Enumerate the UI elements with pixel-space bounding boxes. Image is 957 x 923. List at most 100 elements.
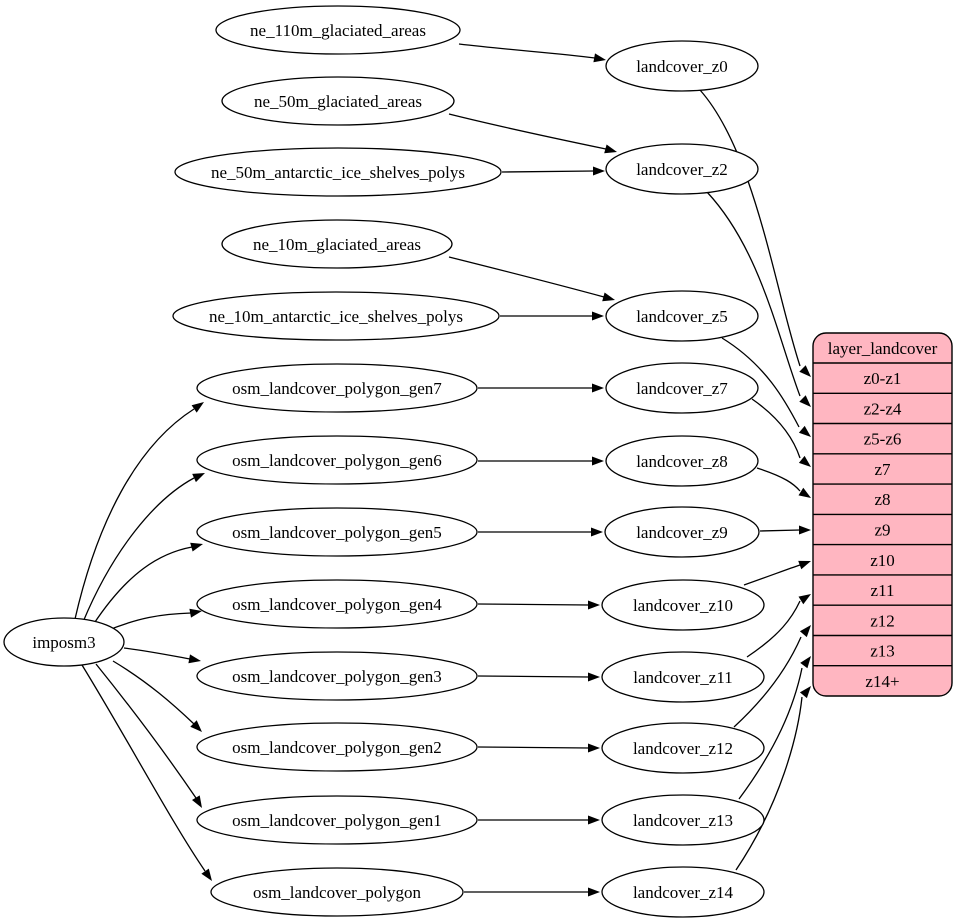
node-osm-landcover-polygon-gen3: osm_landcover_polygon_gen3 <box>196 651 478 701</box>
node-ellipse-shape <box>3 617 125 667</box>
node-ellipse-shape <box>196 795 478 845</box>
record-row-label-z8: z8 <box>874 490 890 509</box>
node-label-osm-landcover-polygon: osm_landcover_polygon <box>253 883 422 902</box>
edge-line <box>746 600 801 658</box>
node-label-ne-10m-antarctic-ice-shelves-polys: ne_10m_antarctic_ice_shelves_polys <box>209 307 463 326</box>
arrowhead-icon <box>189 608 202 618</box>
node-label-landcover-z12: landcover_z12 <box>633 739 733 758</box>
node-landcover-z2: landcover_z2 <box>605 143 759 195</box>
node-ellipse-shape <box>605 362 759 414</box>
edge-layer <box>74 43 811 897</box>
arrowhead-icon <box>799 525 811 535</box>
edge-line <box>95 663 197 799</box>
node-ne-50m-antarctic-ice-shelves-polys: ne_50m_antarctic_ice_shelves_polys <box>174 147 502 197</box>
edge-landcover-z0-to-layer-landcover-z0-z1 <box>699 89 811 377</box>
node-ellipse-shape <box>605 143 759 195</box>
edge-imposm3-to-osm-landcover-polygon-gen2 <box>112 660 202 732</box>
edge-line <box>733 636 802 728</box>
node-label-landcover-z0: landcover_z0 <box>636 57 728 76</box>
node-ellipse-shape <box>210 867 464 917</box>
edge-landcover-z8-to-layer-landcover-z8 <box>756 467 811 498</box>
node-label-landcover-z11: landcover_z11 <box>633 668 732 687</box>
arrowhead-icon <box>188 654 201 664</box>
arrowhead-icon <box>798 425 811 437</box>
edge-line <box>448 113 607 150</box>
node-osm-landcover-polygon-gen2: osm_landcover_polygon_gen2 <box>196 722 478 772</box>
arrowhead-icon <box>798 455 811 467</box>
edge-ne-110m-glaciated-areas-to-landcover-z0 <box>458 43 606 63</box>
node-ellipse-shape <box>605 435 759 487</box>
arrowhead-icon <box>201 868 212 881</box>
node-ellipse-shape <box>221 219 453 269</box>
edge-osm-landcover-polygon-gen7-to-landcover-z7 <box>478 383 604 393</box>
edge-landcover-z10-to-layer-landcover-z10 <box>743 560 811 586</box>
node-layer: imposm3ne_110m_glaciated_areasne_50m_gla… <box>3 5 765 918</box>
arrowhead-icon <box>192 795 202 808</box>
node-label-landcover-z2: landcover_z2 <box>636 160 728 179</box>
node-ellipse-shape <box>174 147 502 197</box>
node-ellipse-shape <box>601 722 765 774</box>
arrowhead-icon <box>191 402 204 413</box>
node-imposm3: imposm3 <box>3 617 125 667</box>
arrowhead-icon <box>192 473 205 483</box>
edge-line <box>699 89 801 367</box>
edge-osm-landcover-polygon-to-landcover-z14 <box>464 887 600 897</box>
node-label-osm-landcover-polygon-gen6: osm_landcover_polygon_gen6 <box>232 451 442 470</box>
edge-imposm3-to-osm-landcover-polygon-gen1 <box>95 663 202 808</box>
edge-ne-10m-antarctic-ice-shelves-polys-to-landcover-z5 <box>500 311 604 321</box>
node-osm-landcover-polygon-gen5: osm_landcover_polygon_gen5 <box>196 507 478 557</box>
edge-ne-50m-glaciated-areas-to-landcover-z2 <box>448 113 617 154</box>
node-label-osm-landcover-polygon-gen3: osm_landcover_polygon_gen3 <box>232 667 442 686</box>
edge-landcover-z9-to-layer-landcover-z9 <box>759 525 811 535</box>
edge-line <box>123 647 191 660</box>
edge-ne-50m-antarctic-ice-shelves-polys-to-landcover-z2 <box>501 166 605 176</box>
edge-line <box>756 467 801 492</box>
node-landcover-z14: landcover_z14 <box>601 866 765 918</box>
edge-imposm3-to-osm-landcover-polygon-gen6 <box>82 473 205 623</box>
arrowhead-icon <box>588 743 600 753</box>
arrowhead-icon <box>593 53 606 63</box>
node-ellipse-shape <box>221 76 455 126</box>
edge-line <box>738 667 803 800</box>
node-label-landcover-z8: landcover_z8 <box>636 452 728 471</box>
record-row-label-z9: z9 <box>874 521 890 540</box>
arrowhead-icon <box>190 542 203 552</box>
edge-line <box>112 660 195 725</box>
edge-line <box>458 43 596 59</box>
edge-line <box>477 675 590 678</box>
arrowhead-icon <box>592 456 604 466</box>
edge-osm-landcover-polygon-gen1-to-landcover-z13 <box>478 815 600 825</box>
record-row-label-z5-z6: z5-z6 <box>864 430 902 449</box>
edge-imposm3-to-osm-landcover-polygon-gen5 <box>92 542 203 626</box>
edge-line <box>721 337 800 428</box>
arrowhead-icon <box>591 527 603 537</box>
arrowhead-icon <box>799 365 811 377</box>
edge-ne-10m-glaciated-areas-to-landcover-z5 <box>448 256 615 302</box>
arrowhead-icon <box>592 311 604 321</box>
node-ellipse-shape <box>605 290 759 342</box>
arrowhead-icon <box>190 720 202 732</box>
edge-landcover-z12-to-layer-landcover-z12 <box>733 625 811 728</box>
edge-line <box>105 612 192 632</box>
edge-line <box>735 696 803 871</box>
edge-landcover-z11-to-layer-landcover-z11 <box>746 594 811 658</box>
node-ellipse-shape <box>601 866 765 918</box>
arrowhead-icon <box>593 166 605 176</box>
edge-landcover-z5-to-layer-landcover-z5-z6 <box>721 337 811 437</box>
node-ellipse-shape <box>196 363 478 413</box>
edge-line <box>743 564 801 586</box>
node-label-ne-10m-glaciated-areas: ne_10m_glaciated_areas <box>253 235 421 254</box>
node-ellipse-shape <box>601 579 765 631</box>
record-row-label-z0-z1: z0-z1 <box>864 369 902 388</box>
node-label-landcover-z5: landcover_z5 <box>636 307 728 326</box>
node-ellipse-shape <box>196 507 478 557</box>
node-ellipse-shape <box>196 651 478 701</box>
node-ne-50m-glaciated-areas: ne_50m_glaciated_areas <box>221 76 455 126</box>
node-landcover-z7: landcover_z7 <box>605 362 759 414</box>
node-ellipse-shape <box>196 579 478 629</box>
record-row-label-z12: z12 <box>870 611 895 630</box>
arrowhead-icon <box>604 144 617 154</box>
node-landcover-z10: landcover_z10 <box>601 579 765 631</box>
